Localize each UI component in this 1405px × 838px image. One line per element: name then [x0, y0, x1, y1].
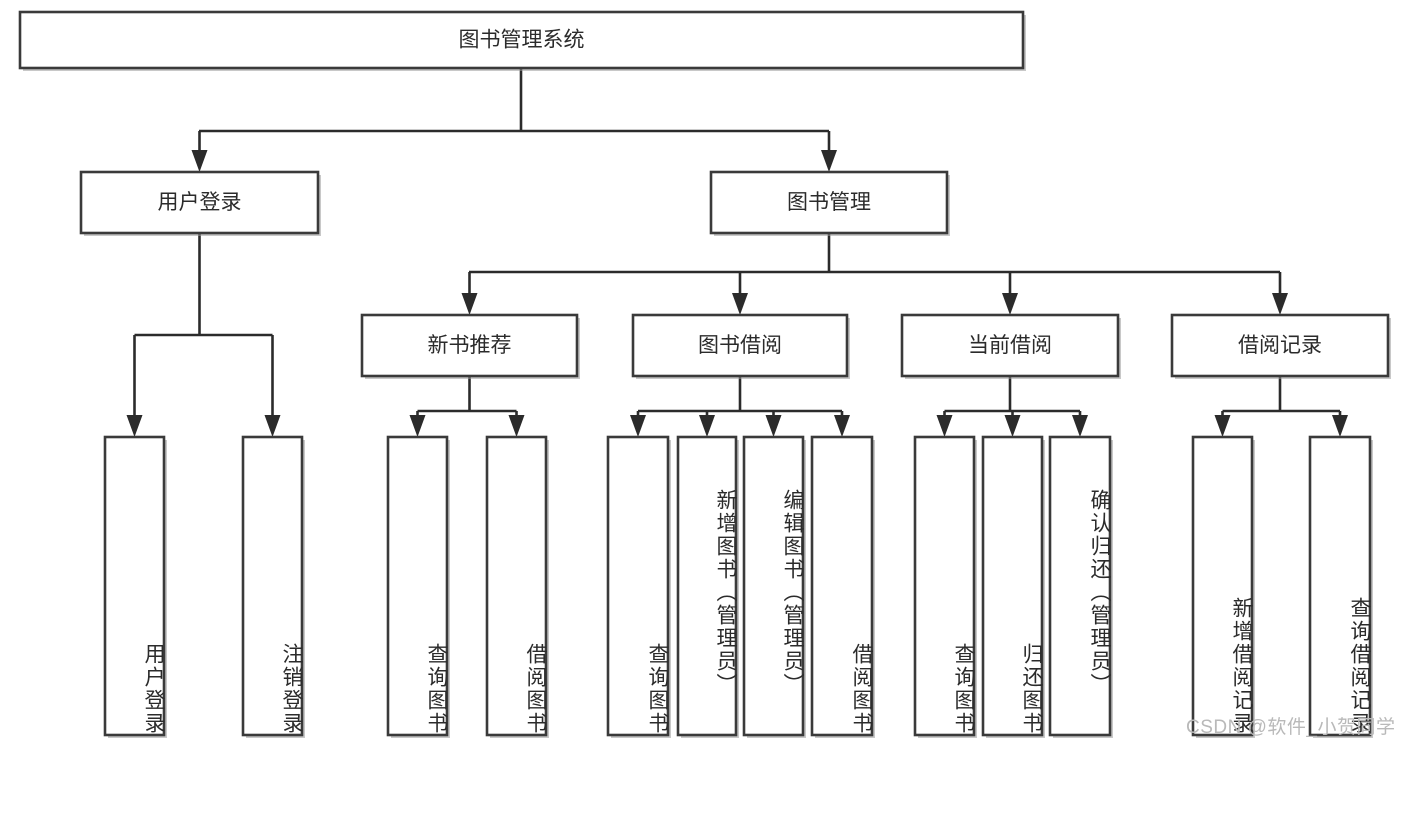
- leaf-node-box-leaf-query-book-2[interactable]: [606, 435, 670, 737]
- leaf-node-box-leaf-query-book-1[interactable]: [386, 435, 449, 737]
- leaf-node-box-leaf-edit-book-admin[interactable]: [742, 435, 805, 737]
- arrow-to-leaf-add-borrow-record: [1214, 415, 1231, 437]
- level3-node-box-book-borrow[interactable]: [631, 313, 849, 378]
- arrow-to-leaf-query-book-1: [409, 415, 426, 437]
- level2-node-label-book-manage: 图书管理: [787, 191, 871, 214]
- leaf-node-box-leaf-borrow-book-2[interactable]: [810, 435, 874, 737]
- arrow-to-leaf-borrow-book-2: [834, 415, 850, 437]
- leaf-node-box-leaf-query-book-3[interactable]: [913, 435, 976, 737]
- arrow-to-leaf-confirm-return-admin: [1072, 415, 1088, 437]
- diagram-canvas-root: 图书管理系统用户登录图书管理新书推荐图书借阅当前借阅借阅记录 用户登录注销登录查…: [18, 10, 1395, 738]
- level3-node-box-new-book-recommend[interactable]: [360, 313, 579, 378]
- arrow-to-new-book-recommend: [461, 293, 478, 315]
- leaf-node-box-leaf-user-logout[interactable]: [241, 435, 304, 737]
- leaf-node-box-leaf-add-book-admin[interactable]: [676, 435, 738, 737]
- boxes-layer: [18, 10, 1391, 738]
- level3-node-label-new-book-recommend: 新书推荐: [428, 334, 512, 357]
- arrow-to-leaf-return-book: [1004, 415, 1021, 437]
- arrow-to-leaf-query-book-2: [630, 415, 646, 437]
- arrow-to-borrow-record: [1272, 293, 1288, 315]
- leaf-node-box-leaf-return-book[interactable]: [981, 435, 1044, 737]
- arrow-to-leaf-add-book-admin: [699, 415, 715, 437]
- root-node-box[interactable]: [18, 10, 1025, 70]
- leaf-node-box-leaf-borrow-book-1[interactable]: [485, 435, 548, 737]
- arrow-to-book-manage: [821, 150, 837, 172]
- arrow-to-leaf-borrow-book-1: [508, 415, 525, 437]
- leaf-node-box-leaf-confirm-return-admin[interactable]: [1048, 435, 1112, 737]
- arrow-to-leaf-edit-book-admin: [765, 415, 782, 437]
- root-node-label: 图书管理系统: [459, 29, 585, 52]
- level2-node-box-user-login[interactable]: [79, 170, 320, 235]
- level2-node-label-user-login: 用户登录: [158, 191, 242, 214]
- level3-node-label-current-borrow: 当前借阅: [968, 334, 1052, 357]
- arrow-to-book-borrow: [732, 293, 748, 315]
- connectors-layer: [126, 68, 1348, 437]
- arrow-to-current-borrow: [1002, 293, 1018, 315]
- leaf-node-box-leaf-add-borrow-record[interactable]: [1191, 435, 1254, 737]
- arrow-to-leaf-user-login: [126, 415, 143, 437]
- level3-node-box-current-borrow[interactable]: [900, 313, 1120, 378]
- arrow-to-leaf-query-borrow-record: [1332, 415, 1348, 437]
- arrow-to-leaf-user-logout: [264, 415, 281, 437]
- level3-node-label-borrow-record: 借阅记录: [1238, 334, 1322, 357]
- arrow-to-leaf-query-book-3: [936, 415, 953, 437]
- level2-node-box-book-manage[interactable]: [709, 170, 949, 235]
- level3-node-box-borrow-record[interactable]: [1170, 313, 1390, 378]
- leaf-node-box-leaf-query-borrow-record[interactable]: [1308, 435, 1372, 737]
- arrow-to-user-login: [191, 150, 208, 172]
- level3-node-label-book-borrow: 图书借阅: [698, 334, 782, 357]
- leaf-node-box-leaf-user-login[interactable]: [103, 435, 166, 737]
